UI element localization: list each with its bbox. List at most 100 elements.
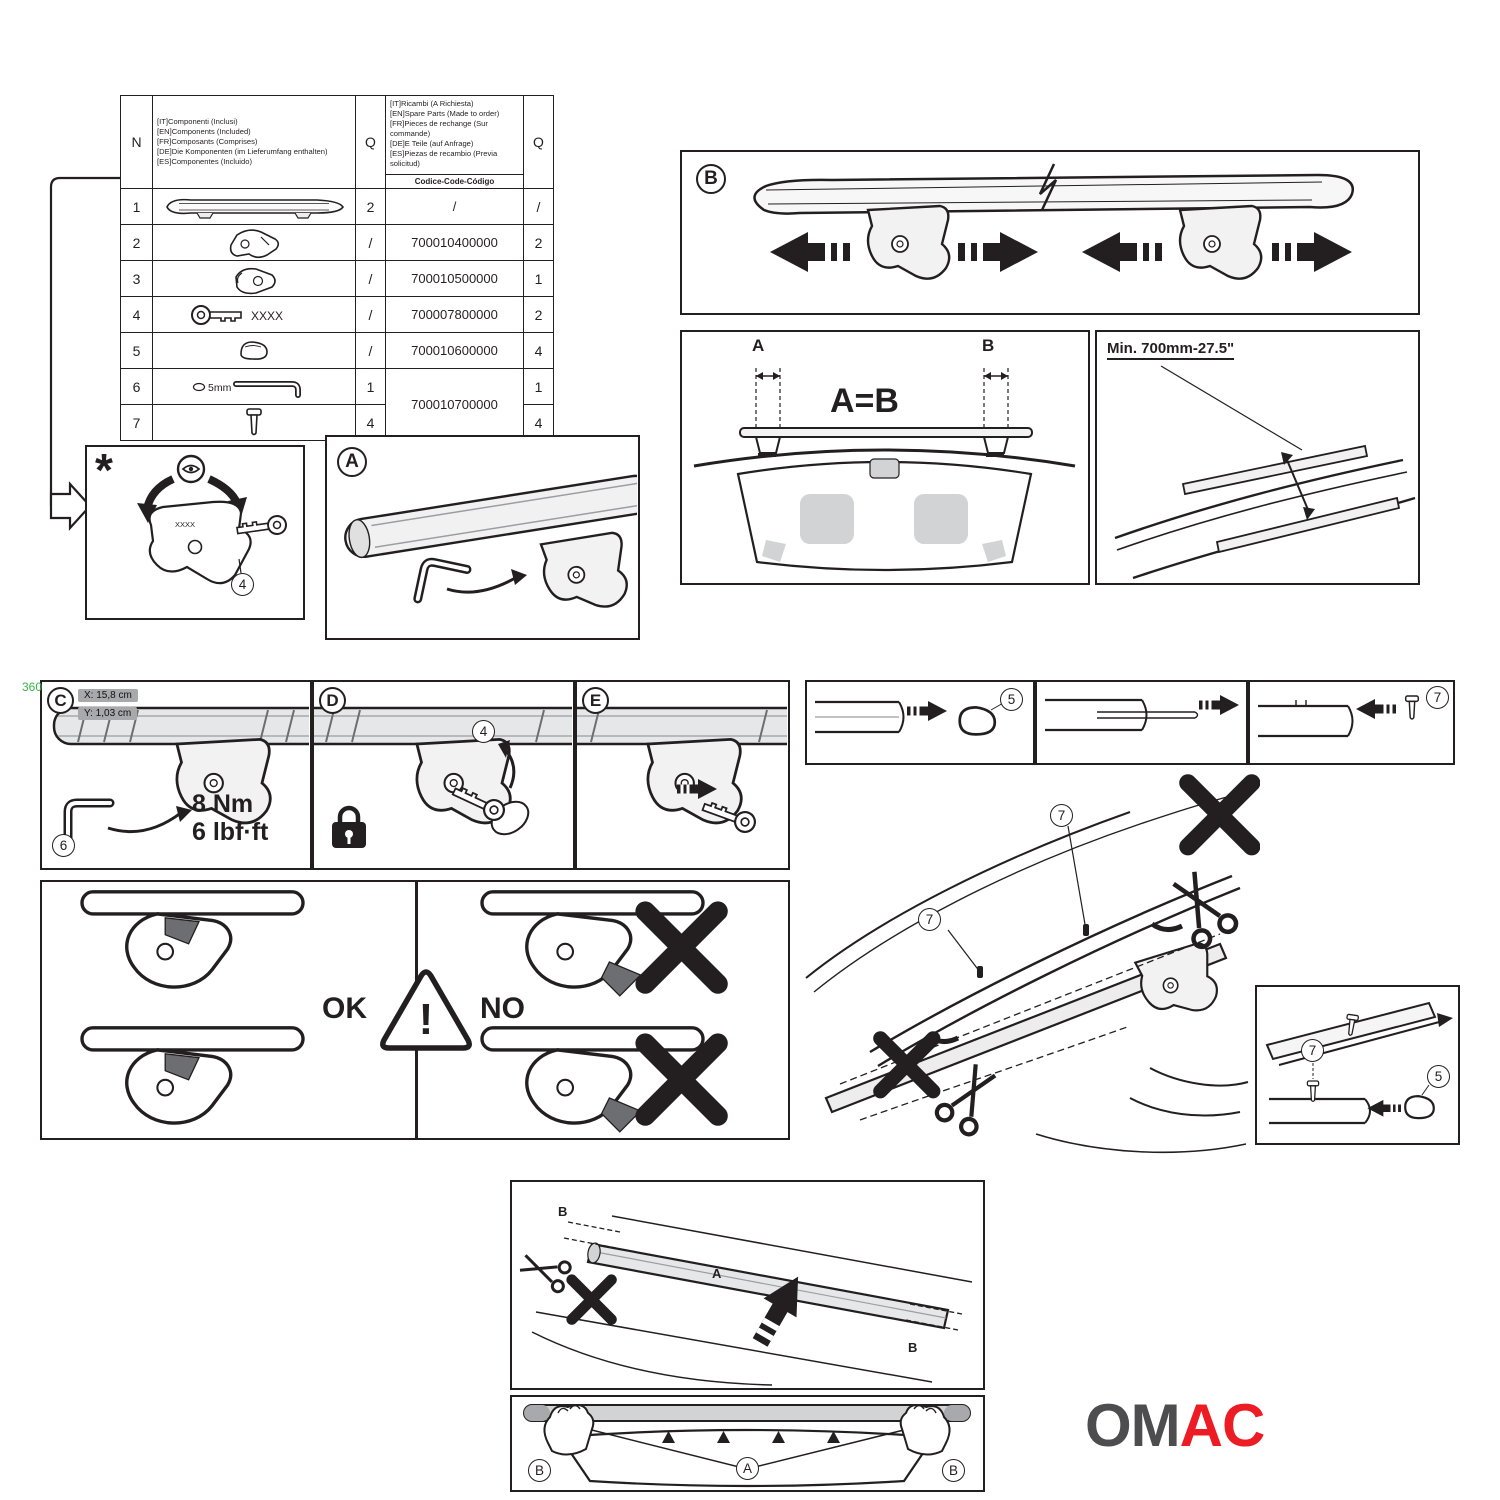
slide-right-arrow-icon [1272, 232, 1352, 272]
roof-rail-drawing [805, 768, 1260, 1154]
insert-arrow-icon [1367, 1099, 1401, 1117]
callout-rear-b-right: B [942, 1459, 965, 1482]
row-q-included: 4 [355, 404, 386, 442]
row-code: 700007800000 [385, 296, 524, 334]
eye-icon [176, 454, 206, 484]
lock-turn-illustration [314, 706, 572, 848]
no-clamp-top [480, 890, 705, 997]
table-row: 3 / 700010500000 1 [120, 260, 554, 298]
row-q-included: 1 [355, 368, 386, 406]
callout-pin: 7 [1050, 804, 1073, 827]
panel-step-a: A [325, 435, 640, 640]
x-mark-icon [645, 911, 718, 984]
bar-placement-illustration [515, 1215, 973, 1386]
parts-table: N [IT]Componenti (Inclusi) [EN]Component… [120, 94, 554, 442]
placement-b-left-label: B [558, 1204, 568, 1219]
panel-pin-step: 7 [1248, 680, 1455, 765]
equal-spacing-illustration [693, 368, 1076, 572]
allen-size-text: 5mm [208, 382, 232, 394]
included-line-es: [ES]Componentes (Incluido) [157, 157, 252, 167]
hand-right-icon [899, 1404, 951, 1456]
warning-triangle-icon: ! [380, 969, 472, 1051]
cap-illustration [240, 341, 268, 361]
col-header-components-included: [IT]Componenti (Inclusi) [EN]Components … [152, 94, 356, 190]
callout-pin: 7 [1301, 1039, 1324, 1062]
spare-line-es: [ES]Piezas de recambio (Previa solicitud… [390, 149, 498, 169]
table-row: 4 XXXX / 700007800000 2 [120, 296, 554, 334]
scissors-icon [934, 1059, 1004, 1137]
logo-ac: AC [1179, 1392, 1266, 1459]
col-header-q-included: Q [355, 94, 386, 190]
logo-om: OM [1085, 1392, 1181, 1459]
scissors-icon [515, 1246, 574, 1295]
col-header-q-spare: Q [523, 94, 554, 190]
panel-rear-mount-check: B A B [510, 1395, 985, 1492]
callout-cap: 5 [1000, 688, 1023, 711]
x-mark-icon [1188, 783, 1252, 847]
panel-step-b: B [680, 150, 1420, 315]
row-code: 700010500000 [385, 260, 524, 298]
allen-key-illustration: 5mm [192, 380, 301, 398]
panel-rod-step [1035, 680, 1248, 765]
code-label: Codice-Code-Código [386, 174, 523, 188]
included-line-de: [DE]Die Komponenten (im Lieferumfang ent… [157, 147, 328, 157]
part-clamp-cell [152, 224, 356, 262]
part-pin-cell [152, 404, 356, 442]
pin-step-illustration [1258, 695, 1420, 738]
a-equals-b-title: A=B [830, 382, 899, 420]
end-cap-icon [958, 705, 997, 736]
callout-rear-b-left: B [528, 1459, 551, 1482]
table-row: 7 4 4 [120, 404, 554, 442]
bar-with-allen-key-illustration [344, 474, 637, 614]
row-code-merged: 700010700000 [385, 368, 524, 442]
clamp-foot-icon [1178, 204, 1263, 280]
rod-step-illustration [1045, 695, 1239, 732]
row-q-included: / [355, 332, 386, 370]
ok-clamp-top [80, 890, 305, 989]
no-clamp-bottom [480, 1026, 705, 1133]
warning-exclamation: ! [419, 995, 434, 1044]
row-code: / [385, 188, 524, 226]
no-text: NO [480, 992, 525, 1025]
key-code-text: XXXX [251, 309, 283, 323]
key-remove-illustration [577, 706, 787, 836]
row-q-spare: 4 [523, 332, 554, 370]
row-q-included: / [355, 260, 386, 298]
torque-lbf: 6 lbf·ft [192, 818, 269, 846]
pin-illustration [246, 407, 262, 435]
callout-rear-a: A [736, 1457, 759, 1480]
dimension-x-box: X: 15,8 cm [78, 689, 138, 702]
callout-pin: 7 [1426, 686, 1449, 709]
slide-left-arrow-icon [770, 232, 850, 272]
torque-nm: 8 Nm [192, 790, 254, 818]
row-q-spare: 4 [523, 404, 554, 442]
clamp-foot-icon [1133, 940, 1223, 1024]
row-n: 6 [120, 368, 153, 406]
panel-d-label: D [319, 687, 346, 714]
torque-value: 8 Nm 6 lbf·ft [192, 790, 268, 846]
dimension-b-label: B [982, 336, 995, 355]
row-code: 700010400000 [385, 224, 524, 262]
clamp-foot-icon [866, 204, 951, 280]
spare-line-en: [EN]Spare Parts (Made to order) [390, 109, 500, 119]
table-to-detail-connector-arrow [49, 176, 120, 531]
ok-text: OK [322, 992, 367, 1025]
col-header-n: N [120, 94, 153, 190]
row-q-included: / [355, 296, 386, 334]
clamp-key-code: XXXX [175, 520, 195, 529]
allen-key-icon [418, 561, 467, 608]
spare-line-it: [IT]Ricambi (A Richiesta) [390, 99, 474, 108]
insert-arrow-icon [907, 701, 947, 721]
row-q-spare: 2 [523, 296, 554, 334]
callout-key: 4 [472, 720, 495, 743]
row-q-spare: 1 [523, 368, 554, 406]
spare-line-de: [DE]E Teile (auf Anfrage) [390, 139, 474, 149]
part-key-cell: XXXX [152, 296, 356, 334]
bar-sliding-clamps-illustration [753, 163, 1355, 280]
slide-left-arrow-icon [1082, 232, 1162, 272]
row-q-included: 2 [355, 188, 386, 226]
clamp-foot-icon [539, 530, 631, 614]
roof-rail-cutting-illustration: 7 7 [800, 768, 1260, 1188]
panel-min-distance: Min. 700mm-27.5" [1095, 330, 1420, 585]
